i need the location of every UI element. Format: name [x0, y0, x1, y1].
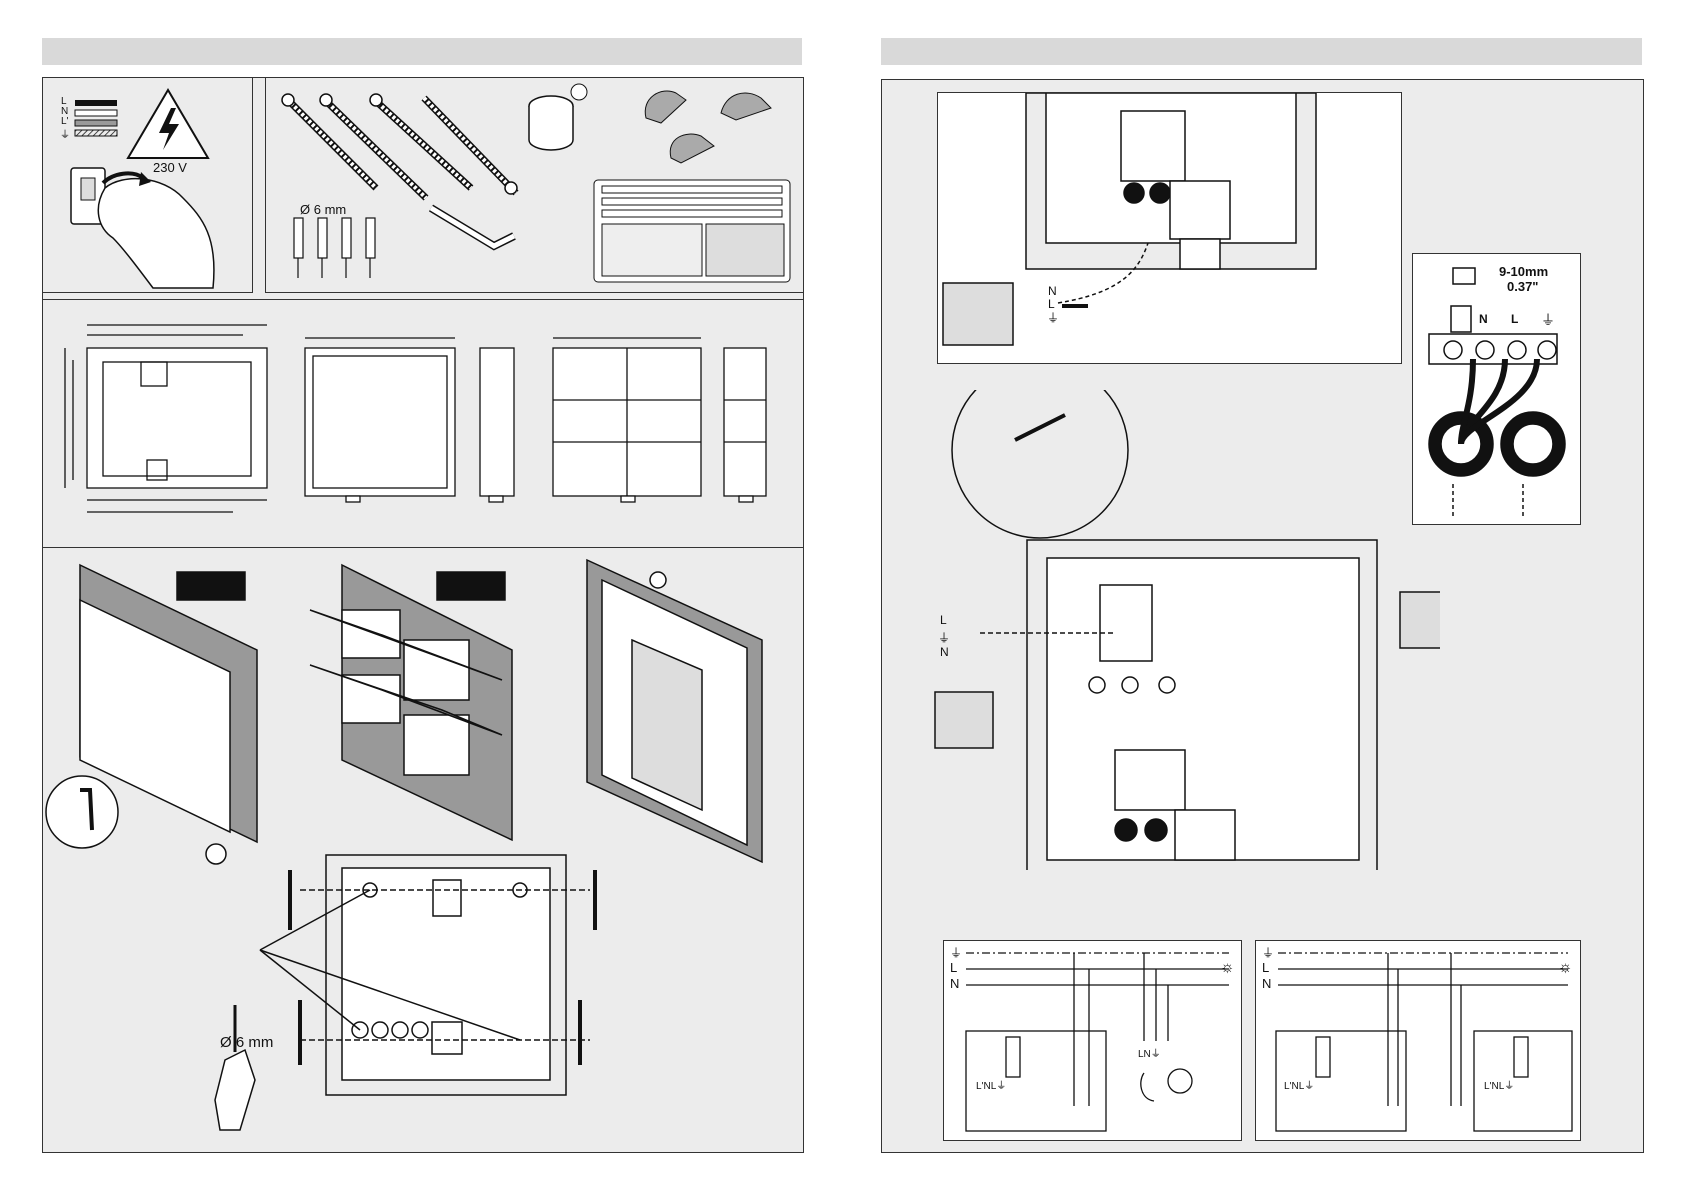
- mid-feed-wire-earth: ⏚: [938, 629, 950, 646]
- connection-detail-panel: N L ⏚: [937, 92, 1402, 364]
- left-header-bar: [42, 38, 802, 65]
- dimension-drawings: [43, 300, 803, 547]
- diagram1-terminals: L'NL⏚: [976, 1077, 1006, 1092]
- feed-wire-earth: ⏚: [1047, 309, 1059, 326]
- diagram2-light-symbol: ☼: [1558, 959, 1573, 977]
- diagram1-line-l: L: [950, 960, 957, 975]
- diagram2-terminals-a: L'NL⏚: [1284, 1077, 1314, 1092]
- diagram1-line-n: N: [950, 976, 959, 991]
- mid-feed-wire-l: L: [940, 613, 947, 627]
- strip-length: 9-10mm: [1499, 264, 1548, 279]
- diagram1-light-symbol: ☼: [1220, 959, 1235, 977]
- diagram2-line-n: N: [1262, 976, 1271, 991]
- safety-panel: L N L' ⏚ 230 V: [42, 77, 253, 293]
- wiring-diagram-2-lines: [1256, 941, 1580, 1140]
- dimensions-panel: [42, 299, 804, 548]
- wiring-diagram-2: ⏚ L N L'NL⏚ L'NL⏚ ☼: [1255, 940, 1581, 1141]
- parts-panel: Ø 6 mm: [265, 77, 804, 293]
- parts-illustration: [266, 78, 803, 292]
- drilling-template: [200, 830, 760, 1150]
- warning-voltage: 230 V: [153, 160, 187, 175]
- diagram1-lamp-terminals: LN⏚: [1138, 1045, 1161, 1060]
- diagram2-terminals-b: L'NL⏚: [1484, 1077, 1514, 1092]
- right-header-bar: [881, 38, 1642, 65]
- terminal-label-l: L: [1511, 312, 1518, 326]
- safety-illustration: [43, 78, 252, 292]
- cable-routing-illustration: [920, 390, 1440, 870]
- terminal-label-earth: ⏚: [1541, 310, 1555, 330]
- screw-plug-diameter: Ø 6 mm: [300, 202, 346, 217]
- drill-diameter: Ø 6 mm: [220, 1034, 273, 1051]
- mid-feed-wire-n: N: [940, 645, 949, 659]
- wiring-diagram-1-lines: [944, 941, 1241, 1140]
- connection-detail: [938, 93, 1401, 363]
- terminal-label-n: N: [1479, 312, 1488, 326]
- diagram2-line-earth: ⏚: [1262, 944, 1274, 961]
- strip-length-inch: 0.37": [1507, 279, 1538, 294]
- wiring-diagram-1: ⏚ L N L'NL⏚ LN⏚ ☼: [943, 940, 1242, 1141]
- diagram2-line-l: L: [1262, 960, 1269, 975]
- diagram1-line-earth: ⏚: [950, 944, 962, 961]
- wire-label-earth: ⏚: [60, 126, 70, 141]
- feed-wire-n: N: [1048, 284, 1057, 298]
